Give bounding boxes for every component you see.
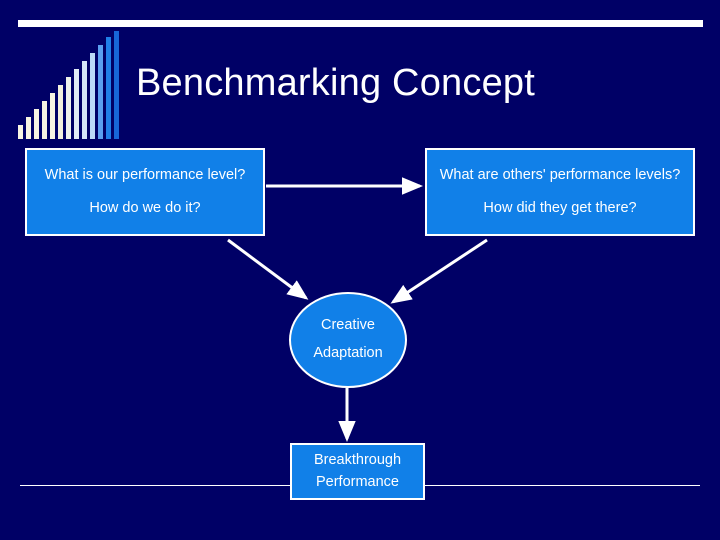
node-creative-adaptation[interactable]: Creative Adaptation <box>289 292 407 388</box>
node-own-performance-line-2: How do we do it? <box>89 200 201 216</box>
decoration-bar <box>98 45 103 139</box>
decoration-bar <box>74 69 79 139</box>
node-breakthrough-performance-line-1: Breakthrough <box>313 452 402 469</box>
decoration-bar <box>90 53 95 139</box>
decoration-bar <box>58 85 63 139</box>
node-creative-adaptation-line-1: Creative <box>321 317 375 334</box>
decoration-bar <box>34 109 39 139</box>
decoration-bar <box>50 93 55 139</box>
node-others-performance[interactable]: What are others' performance levels? How… <box>425 148 695 236</box>
decoration-bar <box>66 77 71 139</box>
decoration-bar <box>26 117 31 139</box>
gradient-bar-strip-decoration <box>18 31 122 139</box>
node-others-performance-line-1: What are others' performance levels? <box>439 167 681 184</box>
decoration-bar <box>82 61 87 139</box>
arrow-own-to-creative <box>227 238 309 300</box>
arrow-others-to-creative <box>390 238 488 304</box>
node-breakthrough-performance[interactable]: Breakthrough Performance <box>290 443 425 500</box>
decoration-bar <box>18 125 23 139</box>
node-breakthrough-performance-line-2: Performance <box>315 473 399 490</box>
page-title: Benchmarking Concept <box>136 62 535 104</box>
header-divider-rule <box>18 20 703 27</box>
node-own-performance[interactable]: What is our performance level? How do we… <box>25 148 265 236</box>
node-creative-adaptation-line-2: Adaptation <box>313 345 383 361</box>
decoration-bar <box>114 31 119 139</box>
decoration-bar <box>42 101 47 139</box>
node-own-performance-line-1: What is our performance level? <box>44 167 246 184</box>
node-others-performance-line-2: How did they get there? <box>483 200 637 216</box>
decoration-bar <box>106 37 111 139</box>
